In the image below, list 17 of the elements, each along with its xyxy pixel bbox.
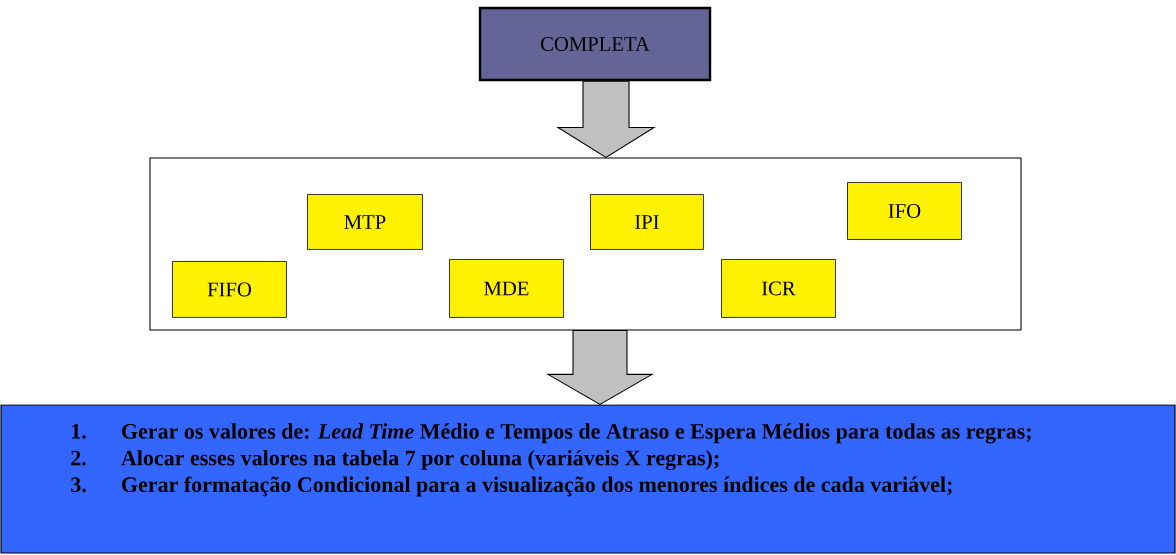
label-box: MDE [449, 259, 564, 318]
node-label: Alocar esses valores na tabela 7 por coluna (variáveis X regras); [121, 449, 719, 471]
node-label: Gerar os valores de: Lead Time Médio e Tempos de Atraso e Espera Médios para todas as regras; [122, 423, 1031, 444]
label-box: IPI [590, 194, 704, 250]
label-box: ICR [721, 259, 836, 318]
label-box: MTP [307, 194, 423, 250]
label-box: IFO [847, 182, 962, 240]
node-label: Gerar formatação Condicional para a visualização dos menores índices de cada variável; [122, 476, 952, 497]
process-box: COMPLETA [478, 6, 712, 82]
node-label: 3. [71, 477, 86, 493]
node-label: 2. [71, 450, 86, 466]
instruction-box [0, 404, 1176, 554]
block-arrow [546, 330, 654, 405]
instruction-list: 1. Gerar os valores de: Lead Time Médio e Tempos de Atraso e Espera Médios para todas as regras; 2. Alocar esses valores na tabela 7 por coluna (variáveis X regras); 3. Gerar formatação Condicional para a visualização dos menores índices de cada variável; [71, 423, 1031, 497]
node-label: 1. [72, 424, 86, 439]
label-box: FIFO [172, 261, 287, 318]
block-arrow [556, 80, 656, 159]
